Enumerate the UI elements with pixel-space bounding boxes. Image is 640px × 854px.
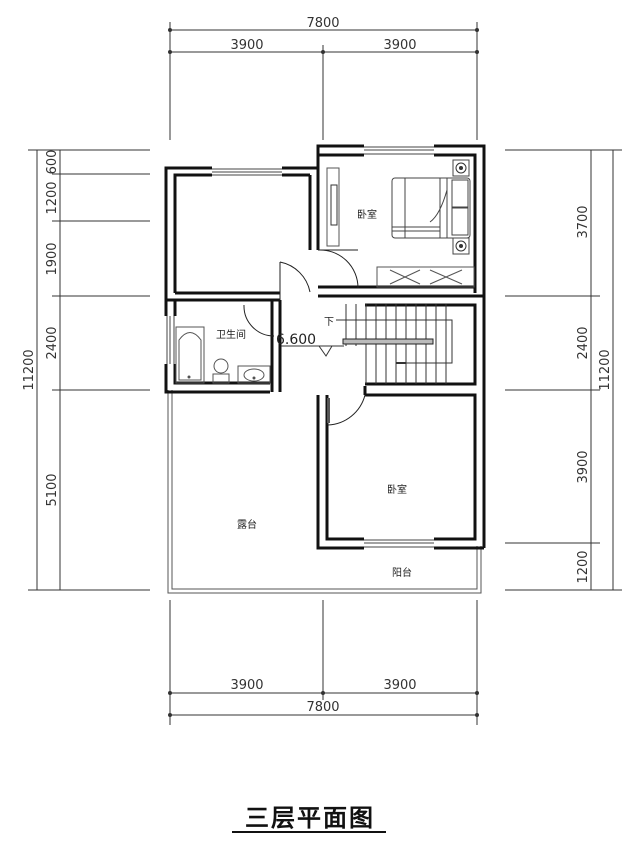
label-terrace: 露台: [237, 518, 257, 531]
dim-left-2400: 2400: [45, 326, 60, 359]
dim-right-1200: 1200: [576, 550, 591, 583]
dim-right-3700: 3700: [576, 205, 591, 238]
bottom-dimensions: [168, 600, 479, 725]
dim-bottom-total: 7800: [306, 700, 339, 715]
nightstand-lamp-icon: [452, 159, 470, 255]
label-stair-down: 下: [324, 317, 334, 328]
dim-left-600: 600: [45, 150, 60, 175]
elevation-label: 6.600: [276, 332, 316, 348]
dim-bottom-left: 3900: [230, 678, 263, 693]
dim-left-1200: 1200: [45, 181, 60, 214]
dim-left-5100: 5100: [45, 473, 60, 506]
label-bedroom-south: 卧室: [387, 483, 407, 496]
dim-top-total: 7800: [306, 16, 339, 31]
dim-right-2400: 2400: [576, 326, 591, 359]
bathtub-icon: [175, 326, 205, 384]
drawing-title: 三层平面图: [245, 804, 375, 832]
toilet-icon: [212, 358, 230, 384]
staircase: [336, 304, 453, 384]
terrace-outline: [167, 390, 482, 594]
windows: [166, 146, 434, 548]
doors: [243, 249, 366, 426]
bed-icon: [391, 177, 471, 239]
label-balcony: 阳台: [392, 566, 412, 579]
dim-left-total: 11200: [22, 349, 37, 390]
dim-right-3900: 3900: [576, 450, 591, 483]
top-dimensions: [168, 22, 479, 140]
dim-right-total: 11200: [598, 349, 613, 390]
dim-top-left: 3900: [230, 38, 263, 53]
label-bedroom-north: 卧室: [357, 208, 377, 221]
label-bathroom: 卫生间: [216, 328, 246, 341]
title-underline: [232, 831, 386, 833]
dim-top-right: 3900: [383, 38, 416, 53]
stair-landing-marker: [318, 345, 333, 357]
dim-bottom-right: 3900: [383, 678, 416, 693]
sink-icon: [237, 365, 271, 384]
dim-left-1900: 1900: [45, 242, 60, 275]
closet: [376, 266, 475, 288]
wardrobe-tv: [326, 167, 340, 247]
walls: [164, 144, 486, 550]
right-dimensions: [505, 149, 622, 591]
left-dimensions: [28, 149, 150, 591]
